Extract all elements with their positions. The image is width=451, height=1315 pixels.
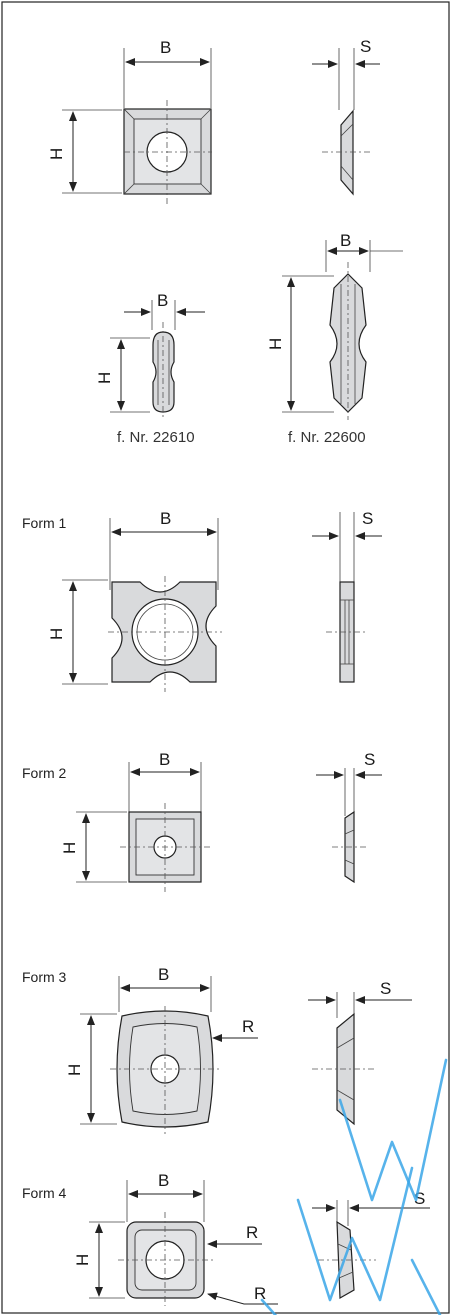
- dimension-label-h-wide: H: [266, 338, 285, 350]
- dimension-label-s-form4: S: [414, 1189, 425, 1208]
- caption-22610: f. Nr. 22610: [117, 429, 195, 446]
- form-2-side-view: S: [316, 750, 382, 884]
- form-1-side-view: S: [312, 509, 382, 683]
- dimension-label-s-form2: S: [364, 750, 375, 769]
- form-1-front-view: B H: [47, 509, 222, 692]
- square-insert-front-view: B H: [47, 38, 212, 204]
- dimension-label-h-small: H: [95, 372, 114, 384]
- dimension-label-b-wide: B: [340, 231, 351, 250]
- form-3-front-view: B H R: [65, 965, 258, 1134]
- dimension-label-b-form1: B: [160, 509, 171, 528]
- dimension-label-s-form3: S: [380, 979, 391, 998]
- dimension-label-s: S: [360, 37, 371, 56]
- square-insert-side-view: S: [312, 37, 380, 196]
- dimension-label-h-form4: H: [73, 1254, 92, 1266]
- dimension-label-h-form1: H: [47, 628, 66, 640]
- narrow-knife-22610: B H f. Nr. 22610: [95, 291, 205, 446]
- radius-label-form4-top: R: [246, 1223, 258, 1242]
- dimension-label-b-form2: B: [159, 750, 170, 769]
- form-4-label: Form 4: [22, 1185, 67, 1201]
- dimension-label-b-small: B: [157, 291, 168, 310]
- form-3-side-view: S: [308, 979, 412, 1126]
- form-2-label: Form 2: [22, 765, 67, 781]
- dimension-label-h-form2: H: [60, 842, 79, 854]
- dimension-label-b-form4: B: [158, 1171, 169, 1190]
- form-1-label: Form 1: [22, 515, 67, 531]
- dimension-label-b: B: [160, 38, 171, 57]
- watermark-logo: [260, 1058, 448, 1315]
- form-3-label: Form 3: [22, 969, 67, 985]
- caption-22600: f. Nr. 22600: [288, 429, 366, 446]
- radius-label-form3: R: [242, 1017, 254, 1036]
- wide-knife-22600: B H f. Nr. 22600: [266, 231, 403, 446]
- form-4-front-view: B H R R: [73, 1171, 278, 1306]
- radius-label-form4-bottom: R: [254, 1284, 266, 1303]
- dimension-label-s-form1: S: [362, 509, 373, 528]
- dimension-label-h: H: [47, 148, 66, 160]
- form-2-front-view: B H: [60, 750, 210, 892]
- dimension-label-h-form3: H: [65, 1064, 84, 1076]
- dimension-label-b-form3: B: [158, 965, 169, 984]
